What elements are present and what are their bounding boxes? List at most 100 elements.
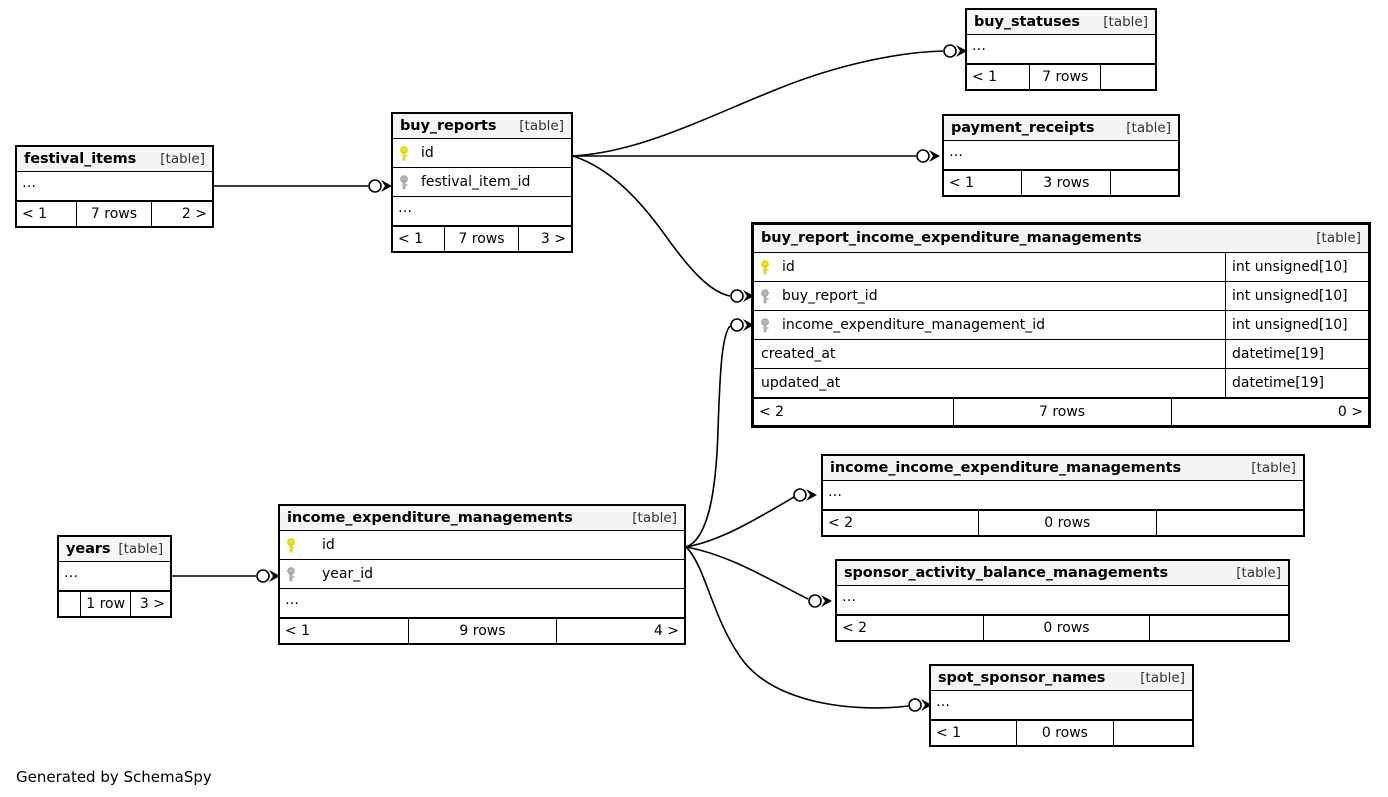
table-ellipsis-row: … xyxy=(59,562,170,591)
table-title: income_expenditure_managements xyxy=(287,509,573,526)
column-name: id xyxy=(421,145,434,161)
table-type-tag: [table] xyxy=(1316,230,1361,246)
table-header: buy_report_income_expenditure_management… xyxy=(754,225,1368,253)
table-buy_reports[interactable]: buy_reports [table] id festival_item_id … xyxy=(391,112,573,253)
column-row[interactable]: festival_item_id xyxy=(393,168,571,197)
table-title: spot_sponsor_names xyxy=(938,669,1106,686)
table-footer: 1 row 3 > xyxy=(59,591,170,616)
table-footer: < 1 3 rows xyxy=(944,170,1178,195)
table-type-tag: [table] xyxy=(1126,119,1171,136)
primary-key-icon xyxy=(400,145,413,161)
column-row[interactable]: income_expenditure_management_id int uns… xyxy=(754,311,1368,340)
column-row[interactable]: updated_at datetime[19] xyxy=(754,369,1368,398)
edge-iem-to-buy-report-iem xyxy=(685,318,754,548)
column-row[interactable]: created_at datetime[19] xyxy=(754,340,1368,369)
footer-row-count: 0 rows xyxy=(984,616,1151,640)
table-type-tag: [table] xyxy=(632,509,677,526)
column-name: created_at xyxy=(761,346,836,362)
table-type-tag: [table] xyxy=(1236,564,1281,581)
footer-parents-count: < 1 xyxy=(280,619,410,643)
column-row[interactable]: buy_report_id int unsigned[10] xyxy=(754,282,1368,311)
foreign-key-icon xyxy=(400,174,413,190)
table-festival_items[interactable]: festival_items [table] … < 1 7 rows 2 > xyxy=(15,145,214,228)
table-type-tag: [table] xyxy=(1251,459,1296,476)
footer-parents-count: < 2 xyxy=(754,399,954,425)
table-payment_receipts[interactable]: payment_receipts [table] … < 1 3 rows xyxy=(942,114,1180,197)
column-row[interactable]: id xyxy=(393,139,571,168)
table-ellipsis-row: … xyxy=(931,691,1192,720)
table-footer: < 1 7 rows 3 > xyxy=(393,226,571,251)
table-header: buy_statuses [table] xyxy=(967,10,1155,35)
column-name: id xyxy=(782,259,795,275)
footer-children-count: 0 > xyxy=(1337,404,1363,420)
footer-parents-count: < 2 xyxy=(837,616,984,640)
column-type: datetime[19] xyxy=(1225,369,1368,397)
footer-parents-count: < 1 xyxy=(967,65,1030,89)
footer-row-count: 0 rows xyxy=(979,511,1157,535)
column-name: festival_item_id xyxy=(421,174,531,190)
table-title: sponsor_activity_balance_managements xyxy=(844,564,1168,581)
table-title: payment_receipts xyxy=(951,119,1095,136)
table-ellipsis-row: … xyxy=(837,586,1288,615)
table-header: spot_sponsor_names [table] xyxy=(931,666,1192,691)
footer-children-count: 3 > xyxy=(139,596,165,612)
edge-festival-items-to-buy-reports xyxy=(214,179,392,193)
table-years[interactable]: years [table] … 1 row 3 > xyxy=(57,535,172,618)
primary-key-icon xyxy=(761,259,774,275)
footer-row-count: 9 rows xyxy=(409,619,557,643)
table-ellipsis-row: … xyxy=(393,197,571,226)
column-row[interactable]: year_id xyxy=(280,560,684,589)
table-type-tag: [table] xyxy=(1103,13,1148,30)
edge-buy-reports-to-payment-receipts xyxy=(573,149,940,163)
table-title: income_income_expenditure_managements xyxy=(830,459,1181,476)
table-buy_statuses[interactable]: buy_statuses [table] … < 1 7 rows xyxy=(965,8,1157,91)
column-name: updated_at xyxy=(761,375,841,391)
table-header: buy_reports [table] xyxy=(393,114,571,139)
table-ellipsis-row: … xyxy=(17,172,212,201)
column-row[interactable]: id xyxy=(280,531,684,560)
table-header: payment_receipts [table] xyxy=(944,116,1178,141)
table-header: income_income_expenditure_managements [t… xyxy=(823,456,1303,481)
table-header: years [table] xyxy=(59,537,170,562)
table-income_expenditure_managements[interactable]: income_expenditure_managements [table] i… xyxy=(278,504,686,645)
table-spot_sponsor_names[interactable]: spot_sponsor_names [table] … < 1 0 rows xyxy=(929,664,1194,747)
column-type: int unsigned[10] xyxy=(1225,253,1368,281)
foreign-key-icon xyxy=(761,288,774,304)
footer-parents-count: < 1 xyxy=(17,202,78,226)
table-footer: < 1 0 rows xyxy=(931,720,1192,745)
table-income_income_expenditure_managements[interactable]: income_income_expenditure_managements [t… xyxy=(821,454,1305,537)
column-name: year_id xyxy=(322,566,374,582)
footer-children-count: 3 > xyxy=(540,231,566,247)
column-type: int unsigned[10] xyxy=(1225,311,1368,339)
footer-row-count: 7 rows xyxy=(445,227,520,251)
footer-row-count: 3 rows xyxy=(1022,171,1112,195)
table-sponsor_activity_balance_managements[interactable]: sponsor_activity_balance_managements [ta… xyxy=(835,559,1290,642)
footer-children-count xyxy=(1150,616,1288,640)
footer-parents-count: < 2 xyxy=(823,511,979,535)
footer-children-count xyxy=(1111,171,1178,195)
column-name: income_expenditure_management_id xyxy=(782,317,1046,333)
table-buy_report_income_expenditure_managements[interactable]: buy_report_income_expenditure_management… xyxy=(751,222,1371,428)
footer-row-count: 7 rows xyxy=(954,399,1172,425)
edge-iem-to-sponsor-activity xyxy=(685,546,832,608)
table-header: festival_items [table] xyxy=(17,147,212,172)
table-footer: < 1 7 rows 2 > xyxy=(17,201,212,226)
table-type-tag: [table] xyxy=(519,117,564,134)
table-footer: < 1 9 rows 4 > xyxy=(280,618,684,643)
footer-row-count: 0 rows xyxy=(1017,721,1114,745)
column-name: buy_report_id xyxy=(782,288,878,304)
column-row[interactable]: id int unsigned[10] xyxy=(754,253,1368,282)
footer-children-count: 4 > xyxy=(653,623,679,639)
footer-children-count xyxy=(1157,511,1303,535)
table-header: sponsor_activity_balance_managements [ta… xyxy=(837,561,1288,586)
footer-parents-count: < 1 xyxy=(931,721,1018,745)
schemaspy-credit: Generated by SchemaSpy xyxy=(16,768,212,786)
table-footer: < 1 7 rows xyxy=(967,64,1155,89)
table-header: income_expenditure_managements [table] xyxy=(280,506,684,531)
table-footer: < 2 0 rows xyxy=(823,510,1303,535)
footer-row-count: 1 row xyxy=(81,592,132,616)
footer-parents-count: < 1 xyxy=(944,171,1023,195)
table-type-tag: [table] xyxy=(118,540,164,557)
foreign-key-icon xyxy=(761,317,774,333)
